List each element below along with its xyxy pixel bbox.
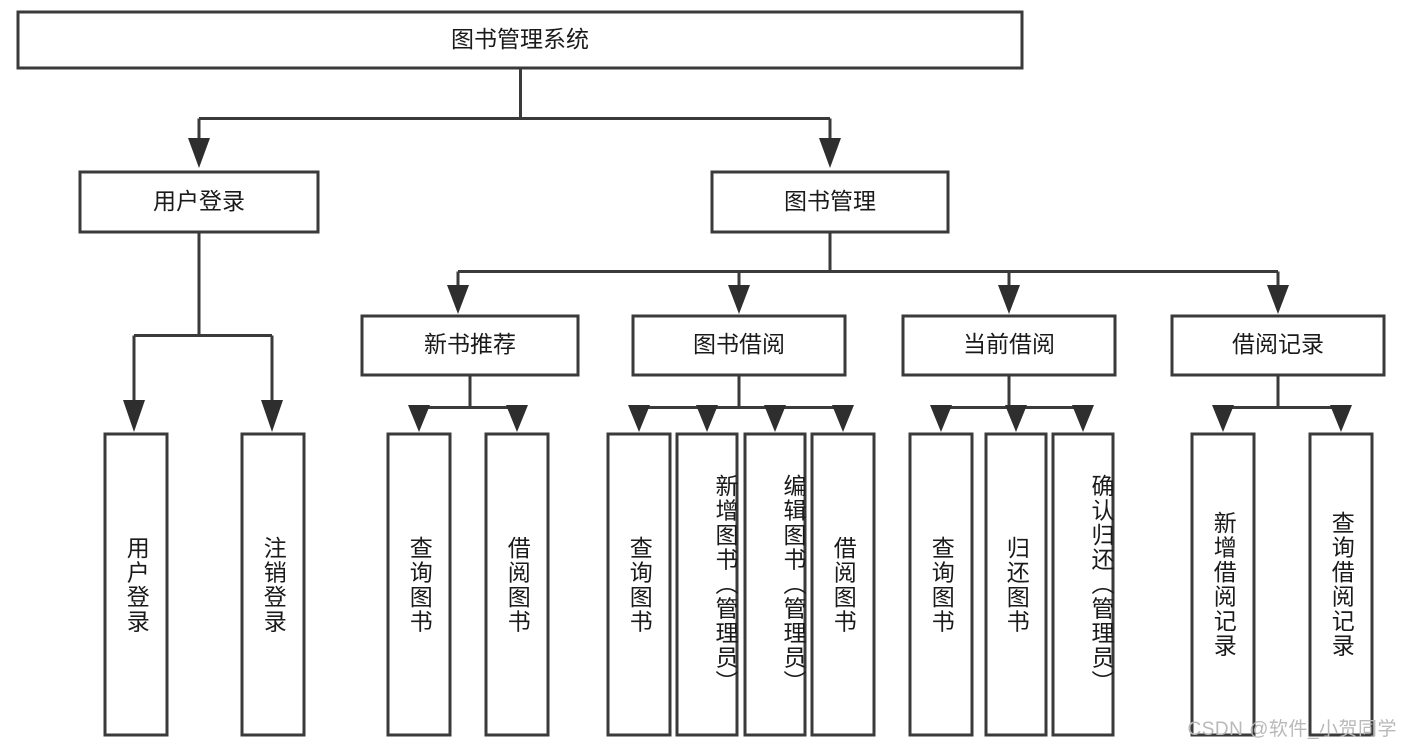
connector-group-root — [188, 68, 841, 168]
node-leaf-edit-book-box[interactable] — [743, 432, 807, 737]
arrow-to-leaf-logout — [261, 400, 283, 432]
node-leaf-return-book-box[interactable] — [984, 432, 1048, 737]
connector-group-current-borrow — [930, 375, 1094, 432]
arrow-to-leaf-query-record — [1330, 405, 1352, 432]
node-leaf-query-record-box[interactable] — [1308, 432, 1374, 737]
arrow-to-leaf-return-book — [1005, 405, 1027, 432]
node-leaf-logout-box[interactable] — [240, 432, 306, 737]
node-user-login-label: 用户登录 — [153, 188, 245, 214]
node-leaf-add-record-box[interactable] — [1190, 432, 1256, 737]
node-book-management-label: 图书管理 — [784, 188, 876, 214]
arrow-to-leaf-query-book-3 — [930, 405, 952, 432]
arrow-to-leaf-edit-book — [764, 405, 786, 432]
node-user-login[interactable]: 用户登录 — [78, 170, 320, 234]
node-borrow-record[interactable]: 借阅记录 — [1170, 314, 1386, 377]
connector-group-new-book-recommend — [408, 375, 528, 432]
arrow-to-leaf-borrow-book-1 — [506, 405, 528, 432]
node-leaf-add-book-box[interactable] — [675, 432, 739, 737]
arrow-to-leaf-user-login — [123, 400, 145, 432]
node-borrow-record-box[interactable] — [1170, 314, 1386, 377]
node-leaf-query-book-1-box[interactable] — [386, 432, 452, 737]
node-leaf-user-login-box[interactable] — [103, 432, 169, 737]
node-new-book-recommend[interactable]: 新书推荐 — [360, 314, 580, 377]
connector-group-book-management — [447, 232, 1289, 314]
arrow-to-leaf-query-book-2 — [628, 405, 650, 432]
node-borrow-record-label: 借阅记录 — [1232, 331, 1324, 357]
arrow-to-leaf-confirm-return — [1072, 405, 1094, 432]
node-root-box[interactable] — [16, 10, 1024, 70]
node-current-borrow[interactable]: 当前借阅 — [901, 314, 1117, 377]
arrow-to-leaf-add-record — [1212, 405, 1234, 432]
arrow-to-book-borrow — [728, 285, 750, 314]
arrow-to-leaf-add-book — [696, 405, 718, 432]
node-leaf-borrow-book-2-box[interactable] — [810, 432, 876, 737]
node-current-borrow-label: 当前借阅 — [963, 331, 1055, 357]
node-leaf-confirm-return-box[interactable] — [1051, 432, 1115, 737]
node-book-borrow[interactable]: 图书借阅 — [631, 314, 847, 377]
node-leaf-borrow-book-1-box[interactable] — [484, 432, 550, 737]
arrow-to-borrow-record — [1267, 285, 1289, 314]
node-book-borrow-label: 图书借阅 — [693, 331, 785, 357]
connector-group-borrow-record — [1212, 375, 1352, 432]
arrow-to-current-borrow — [998, 285, 1020, 314]
csdn-watermark: CSDN @软件_小贺同学 — [1187, 719, 1397, 740]
connector-group-user-login — [123, 232, 283, 432]
node-root[interactable]: 图书管理系统 — [16, 10, 1024, 70]
node-leaf-query-book-2-box[interactable] — [606, 432, 672, 737]
node-root-label: 图书管理系统 — [451, 26, 589, 52]
arrow-root-to-user-login — [188, 138, 210, 168]
node-book-management[interactable]: 图书管理 — [710, 170, 950, 234]
node-new-book-recommend-box[interactable] — [360, 314, 580, 377]
arrow-to-new-book-recommend — [447, 285, 469, 314]
node-user-login-box[interactable] — [78, 170, 320, 234]
connector-group-book-borrow — [628, 375, 854, 432]
node-current-borrow-box[interactable] — [901, 314, 1117, 377]
node-book-management-box[interactable] — [710, 170, 950, 234]
arrow-to-leaf-borrow-book-2 — [832, 405, 854, 432]
arrow-to-leaf-query-book-1 — [408, 405, 430, 432]
node-book-borrow-box[interactable] — [631, 314, 847, 377]
node-leaf-query-book-3-box[interactable] — [908, 432, 974, 737]
node-new-book-recommend-label: 新书推荐 — [424, 331, 516, 357]
arrow-root-to-book-management — [819, 138, 841, 168]
